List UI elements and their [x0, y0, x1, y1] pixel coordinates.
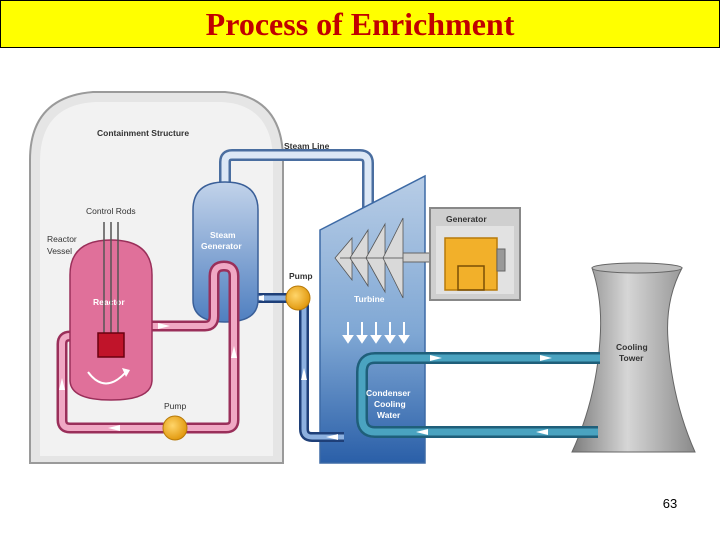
reactor-label: Reactor: [93, 297, 125, 307]
page-number: 63: [662, 496, 678, 511]
condenser-label-1: Condenser: [366, 388, 411, 398]
steam-generator-label-2: Generator: [201, 241, 242, 251]
title-bar: Process of Enrichment: [0, 0, 720, 48]
steam-generator: [192, 181, 259, 323]
cooling-tower: [571, 267, 696, 453]
reactor-core: [97, 332, 125, 358]
generator-unit: [444, 237, 498, 291]
control-rods-label: Control Rods: [86, 206, 136, 216]
control-rods: [103, 222, 119, 340]
reactor-vessel-label-1: Reactor: [47, 234, 77, 244]
bottom-pump-label: Pump: [164, 401, 186, 411]
steam-generator-label-1: Steam: [210, 230, 236, 240]
generator-label: Generator: [446, 214, 487, 224]
slide-title: Process of Enrichment: [205, 5, 515, 42]
primary-loop-arrows: [59, 323, 237, 431]
top-pump: [285, 285, 311, 311]
steam-line-label: Steam Line: [284, 141, 330, 151]
cooling-tower-label-2: Tower: [619, 353, 644, 363]
reactor-vessel-label-2: Vessel: [47, 246, 72, 256]
turbine-label: Turbine: [354, 294, 385, 304]
bottom-pump: [162, 415, 188, 441]
cooling-water-arrows: [416, 355, 552, 435]
condenser-label-3: Water: [377, 410, 401, 420]
condenser-label-2: Cooling: [374, 399, 406, 409]
turbine-housing: [319, 174, 426, 464]
cooling-tower-label-1: Cooling: [616, 342, 648, 352]
top-pump-label: Pump: [289, 271, 313, 281]
turbine-rotor: [334, 217, 404, 299]
containment-label: Containment Structure: [97, 128, 189, 138]
turbine-flow-arrows: [342, 322, 410, 344]
